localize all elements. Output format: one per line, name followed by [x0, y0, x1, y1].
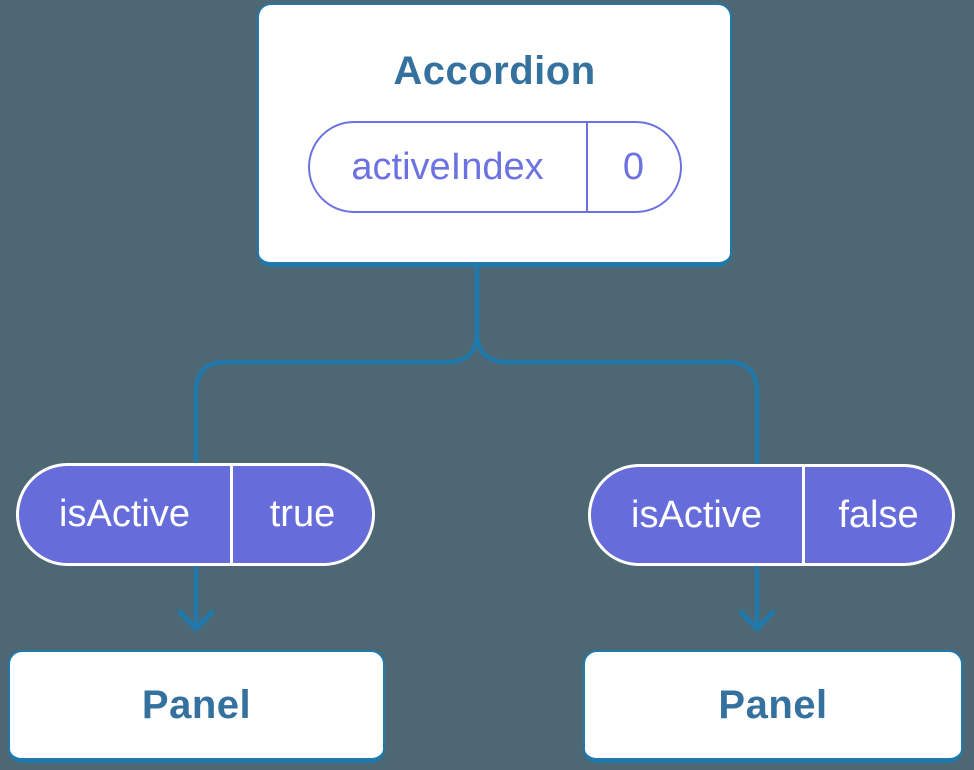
accordion-node: Accordion activeIndex 0 — [257, 3, 732, 267]
panel-node-left: Panel — [8, 650, 385, 763]
connector-left-branch — [193, 260, 480, 627]
connector-right-branch — [474, 260, 760, 627]
arrow-down-left-icon — [177, 609, 215, 632]
prop-pill-name: isActive — [59, 493, 190, 535]
prop-pill-value: false — [802, 467, 952, 563]
panel-node-title: Panel — [141, 683, 252, 727]
prop-pill-isactive-false: isActive false — [588, 464, 955, 566]
state-pill-name: activeIndex — [351, 145, 544, 188]
panel-node-right: Panel — [583, 650, 963, 763]
prop-pill-value: true — [230, 466, 372, 563]
arrow-down-right-icon — [738, 609, 776, 632]
accordion-node-title: Accordion — [393, 49, 596, 93]
state-pill-activeindex: activeIndex 0 — [307, 121, 682, 213]
prop-pill-isactive-true: isActive true — [16, 463, 375, 566]
panel-node-title: Panel — [718, 683, 828, 727]
state-pill-value: 0 — [585, 123, 680, 211]
prop-pill-name: isActive — [631, 493, 762, 536]
